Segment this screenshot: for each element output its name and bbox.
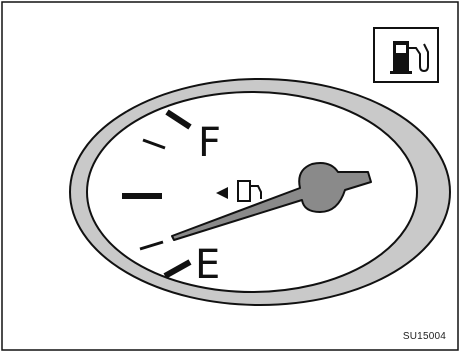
fuel-pump-icon xyxy=(374,28,438,82)
empty-label: E xyxy=(195,242,220,288)
figure-code: SU15004 xyxy=(403,331,446,342)
full-label: F xyxy=(198,120,221,166)
